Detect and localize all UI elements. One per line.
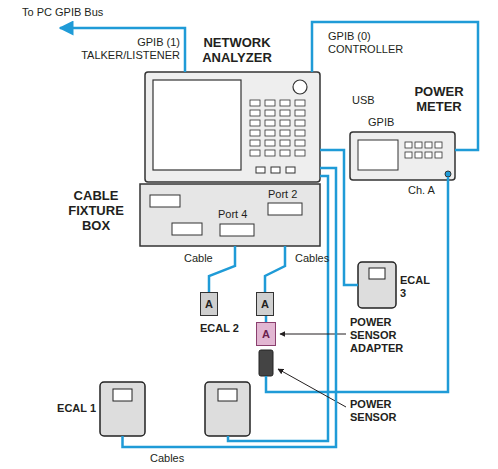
- module-label: ECAL 2: [200, 322, 254, 335]
- panel-button: [415, 142, 422, 148]
- analyzer-buttons: [250, 100, 305, 156]
- analyzer-screen: [153, 80, 241, 170]
- cable-label: Cables: [150, 452, 206, 465]
- panel-button: [425, 152, 432, 158]
- interface-label: GPIB (1) TALKER/LISTENER: [62, 36, 180, 62]
- fixture-slot: [172, 223, 202, 235]
- usb-port: [271, 167, 280, 173]
- panel-button: [250, 150, 260, 156]
- bus-note: To PC GPIB Bus: [22, 6, 152, 19]
- panel-button: [265, 100, 275, 106]
- cable: [320, 150, 358, 285]
- port-label: Port 2: [268, 188, 312, 201]
- panel-button: [280, 140, 290, 146]
- network-analyzer: NETWORK ANALYZER: [145, 72, 320, 182]
- panel-button: [295, 150, 305, 156]
- panel-button: [415, 152, 422, 158]
- channel-a-connector: [445, 171, 451, 177]
- panel-button: [250, 100, 260, 106]
- power-meter-buttons: [405, 142, 442, 158]
- cable-label: Cable: [184, 252, 228, 265]
- connector-label: GPIB: [368, 116, 408, 129]
- port-letter: A: [205, 298, 213, 311]
- instrument-name: POWER METER: [403, 84, 475, 114]
- panel-button: [250, 140, 260, 146]
- instrument-name: ECAL 3: [400, 274, 434, 300]
- panel-button: [280, 100, 290, 106]
- usb-port: [256, 167, 265, 173]
- panel-button: [405, 152, 412, 158]
- power-meter: POWER METER: [350, 132, 455, 180]
- ecal-module: [205, 382, 250, 436]
- ecal-module: ECAL 3: [358, 262, 396, 308]
- panel-button: [250, 120, 260, 126]
- panel-button: [280, 110, 290, 116]
- power-meter-screen: [358, 140, 398, 170]
- ecal-module: ECAL 1: [100, 382, 145, 436]
- panel-button: [265, 110, 275, 116]
- port-label: Port 4: [218, 208, 262, 221]
- part-label: POWER SENSOR ADAPTER: [350, 316, 424, 355]
- panel-button: [280, 150, 290, 156]
- analyzer-knob: [293, 80, 307, 94]
- panel-button: [280, 120, 290, 126]
- panel-button: [280, 130, 290, 136]
- port-letter: A: [261, 298, 269, 311]
- cable: [123, 168, 337, 447]
- panel-button: [250, 130, 260, 136]
- interface-label: GPIB (0) CONTROLLER: [328, 30, 420, 56]
- panel-button: [295, 100, 305, 106]
- port-4-slot: [220, 224, 254, 236]
- panel-button: [295, 130, 305, 136]
- panel-button: [425, 142, 432, 148]
- ecal-port: [369, 268, 385, 279]
- fixture-slot: [150, 195, 180, 207]
- connector-label: USB: [352, 94, 392, 107]
- panel-button: [405, 142, 412, 148]
- usb-port: [286, 167, 295, 173]
- analyzer-body: [145, 72, 320, 182]
- panel-button: [265, 130, 275, 136]
- ecal-connector: A: [200, 292, 218, 316]
- port-2-slot: [268, 203, 302, 215]
- ecal-module: [100, 382, 145, 436]
- cable-label: Cables: [295, 252, 343, 265]
- ecal-module: [358, 262, 396, 308]
- panel-button: [295, 140, 305, 146]
- ecal-connector: A: [256, 292, 274, 316]
- instrument-name: CABLE FIXTURE BOX: [56, 188, 136, 233]
- power-meter-body: [350, 132, 455, 180]
- ecal-port: [218, 389, 237, 401]
- fixture-box-body: [140, 184, 320, 246]
- cable: [312, 22, 478, 150]
- power-sensor-adapter: A: [256, 322, 276, 346]
- cable: [265, 246, 285, 292]
- power-sensor: [259, 350, 273, 376]
- instrument-name: ECAL 1: [48, 402, 96, 415]
- channel-label: Ch. A: [408, 184, 444, 197]
- panel-button: [435, 142, 442, 148]
- panel-button: [295, 120, 305, 126]
- port-letter: A: [262, 328, 270, 341]
- panel-button: [265, 150, 275, 156]
- panel-button: [295, 110, 305, 116]
- panel-button: [250, 110, 260, 116]
- cable: [209, 246, 235, 292]
- panel-button: [265, 140, 275, 146]
- instrument-name: NETWORK ANALYZER: [193, 35, 281, 65]
- ecal-port: [113, 389, 132, 401]
- panel-button: [435, 152, 442, 158]
- part-label: POWER SENSOR: [350, 398, 414, 424]
- gpib-to-pc-wire: [60, 28, 185, 72]
- panel-button: [265, 120, 275, 126]
